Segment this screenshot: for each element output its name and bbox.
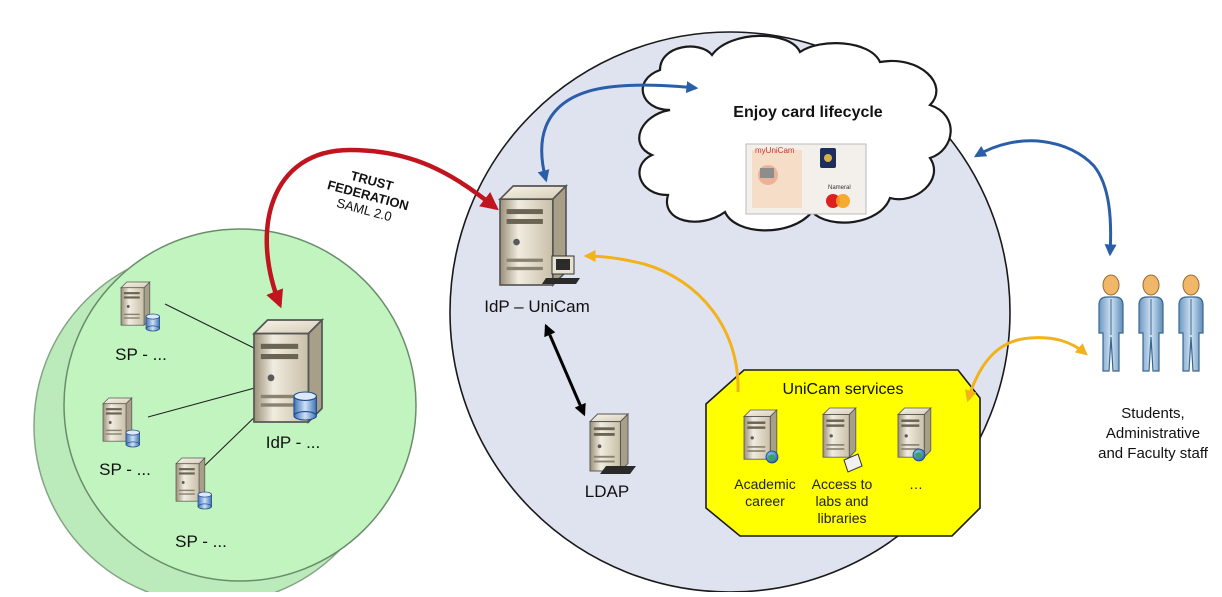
sp-label-2: SP - ... <box>99 460 151 479</box>
idp-ldap-arrow <box>544 323 586 417</box>
link-line <box>164 303 263 353</box>
card-icon: Nameral <box>745 143 867 215</box>
services-title: UniCam services <box>782 381 904 398</box>
service-label-academic: Academic career <box>734 476 795 510</box>
database-icon <box>197 491 212 510</box>
ldap-server <box>589 413 636 474</box>
cloud-icon <box>638 34 952 232</box>
terminal-icon <box>542 255 580 284</box>
database-icon <box>293 391 317 421</box>
person-icon <box>1178 274 1204 372</box>
sp-label-1: SP - ... <box>115 345 167 364</box>
database-icon <box>125 429 140 448</box>
card-label: myUniCam <box>755 146 795 155</box>
cloud-idp-arrow <box>537 81 699 183</box>
service-line: labs and <box>815 493 869 509</box>
services-idp-arrow <box>583 250 740 393</box>
link-line <box>147 385 263 418</box>
database-icon <box>145 313 160 332</box>
services-users-arrow <box>965 336 1088 403</box>
svg-text:Nameral: Nameral <box>828 185 851 191</box>
users-line: Administrative <box>1105 425 1201 442</box>
service-line: Access to <box>811 476 873 492</box>
globe-icon <box>765 450 779 464</box>
link-line <box>197 409 263 473</box>
server-icon <box>897 407 932 458</box>
person-icon <box>1138 274 1164 372</box>
service-line: career <box>745 493 785 509</box>
green-idp-label: IdP - ... <box>265 433 321 452</box>
service-server-2 <box>822 407 863 473</box>
cloud-users-arrow <box>973 139 1117 257</box>
sp-label-3: SP - ... <box>175 532 227 551</box>
service-server-1 <box>743 409 779 464</box>
users-line: and Faculty staff <box>1098 445 1208 462</box>
service-server-3 <box>897 407 932 462</box>
unicam-idp-label: IdP – UniCam <box>484 297 590 316</box>
server-icon <box>589 413 629 472</box>
ldap-label: LDAP <box>584 482 630 501</box>
users-group <box>1098 274 1204 372</box>
green-idp-server <box>253 319 323 423</box>
service-label-access: Access to labs and libraries <box>812 476 873 527</box>
card-reader-icon <box>843 453 863 473</box>
service-line: … <box>909 476 923 492</box>
unicam-idp-server <box>499 185 580 286</box>
users-line: Students, <box>1121 405 1185 422</box>
service-line: Academic <box>734 476 796 492</box>
server-icon <box>120 281 151 326</box>
server-icon <box>822 407 857 458</box>
users-label: Students, Administrative and Faculty sta… <box>1098 404 1208 464</box>
person-icon <box>1098 274 1124 372</box>
trust-arrow <box>264 147 499 309</box>
service-line: libraries <box>817 510 867 526</box>
globe-icon <box>912 448 926 462</box>
keyboard-icon <box>600 466 636 474</box>
cloud-title: Enjoy card lifecycle <box>733 104 883 121</box>
service-label-more: … <box>909 476 923 493</box>
